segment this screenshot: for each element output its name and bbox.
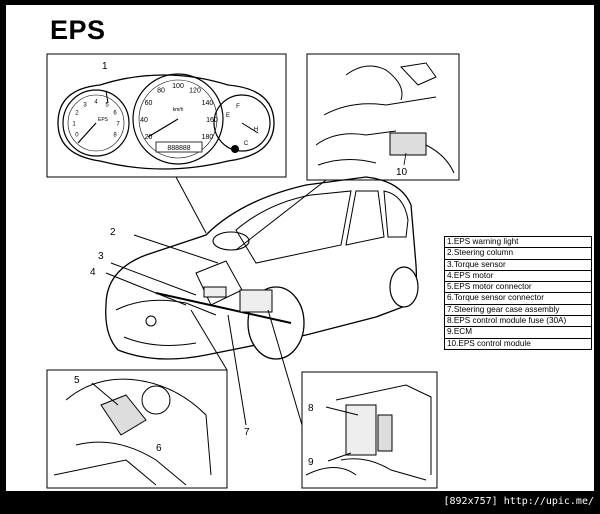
speed-tick-label: 160 [206,117,218,124]
speed-unit-label: km/h [173,107,184,113]
temp-hot-label: H [254,127,258,133]
callout-3: 3 [98,251,104,262]
temp-cold-label: C [244,141,249,147]
engine-bay-inset [301,371,438,489]
legend-item: 7.Steering gear case assembly [445,305,591,317]
speed-tick-label: 120 [189,88,201,95]
rear-wheel [389,266,419,308]
legend-item: 1.EPS warning light [445,237,591,249]
speed-tick-label: 180 [202,134,214,141]
callout-10: 10 [396,167,408,178]
speed-tick-label: 80 [157,88,165,95]
speed-tick-label: 140 [202,100,214,107]
speed-tick-label: 40 [140,117,148,124]
fuel-empty-label: E [226,113,230,119]
speed-tick-label: 60 [145,100,153,107]
connector-inset [46,369,228,489]
tach-tick-label: 6 [113,111,117,117]
car-illustration [105,176,419,360]
eps-diagram-art [46,53,460,489]
legend-item: 9.ECM [445,327,591,339]
callout-6: 6 [156,443,162,454]
callout-2: 2 [110,227,116,238]
eps-warning-label: EPS [98,117,109,123]
eps-control-module-shape [389,132,427,156]
tach-tick-label: 1 [72,122,76,128]
tach-tick-label: 4 [94,100,98,106]
tach-tick-label: 3 [83,102,87,108]
tach-tick-label: 2 [75,111,79,117]
cluster-inset [46,53,287,178]
callout-9: 9 [308,457,314,468]
watermark: [892x757] http://upic.me/ [443,496,594,507]
tach-tick-label: 0 [75,133,79,139]
speedometer-dial [132,73,224,165]
callout-7: 7 [244,427,250,438]
odometer-value: 888888 [167,145,190,152]
fuel-temp-dial [213,94,271,152]
speed-tick-label: 20 [145,134,153,141]
legend-item: 5.EPS motor connector [445,282,591,294]
callout-4: 4 [90,267,96,278]
odometer-display [155,141,203,153]
tachometer-dial [62,89,130,157]
diagram-sheet: EPS [6,5,594,491]
callout-5: 5 [74,375,80,386]
page-title: EPS [50,15,106,45]
tach-tick-label: 5 [105,102,109,108]
legend-item: 3.Torque sensor [445,260,591,271]
fuel-full-label: F [236,104,240,110]
underdash-inset [306,53,460,181]
legend-item: 2.Steering column [445,248,591,260]
leader-lines [91,90,359,462]
legend-item: 6.Torque sensor connector [445,293,591,305]
parts-legend: 1.EPS warning light 2.Steering column 3.… [444,236,592,350]
legend-item: 10.EPS control module [447,338,531,348]
callout-8: 8 [308,403,314,414]
tach-tick-label: 7 [116,122,120,128]
legend-item: 8.EPS control module fuse (30A) [445,316,591,328]
callout-1: 1 [102,61,108,72]
speed-tick-label: 100 [172,83,184,90]
legend-item: 4.EPS motor [445,271,591,283]
tach-tick-label: 8 [113,133,117,139]
